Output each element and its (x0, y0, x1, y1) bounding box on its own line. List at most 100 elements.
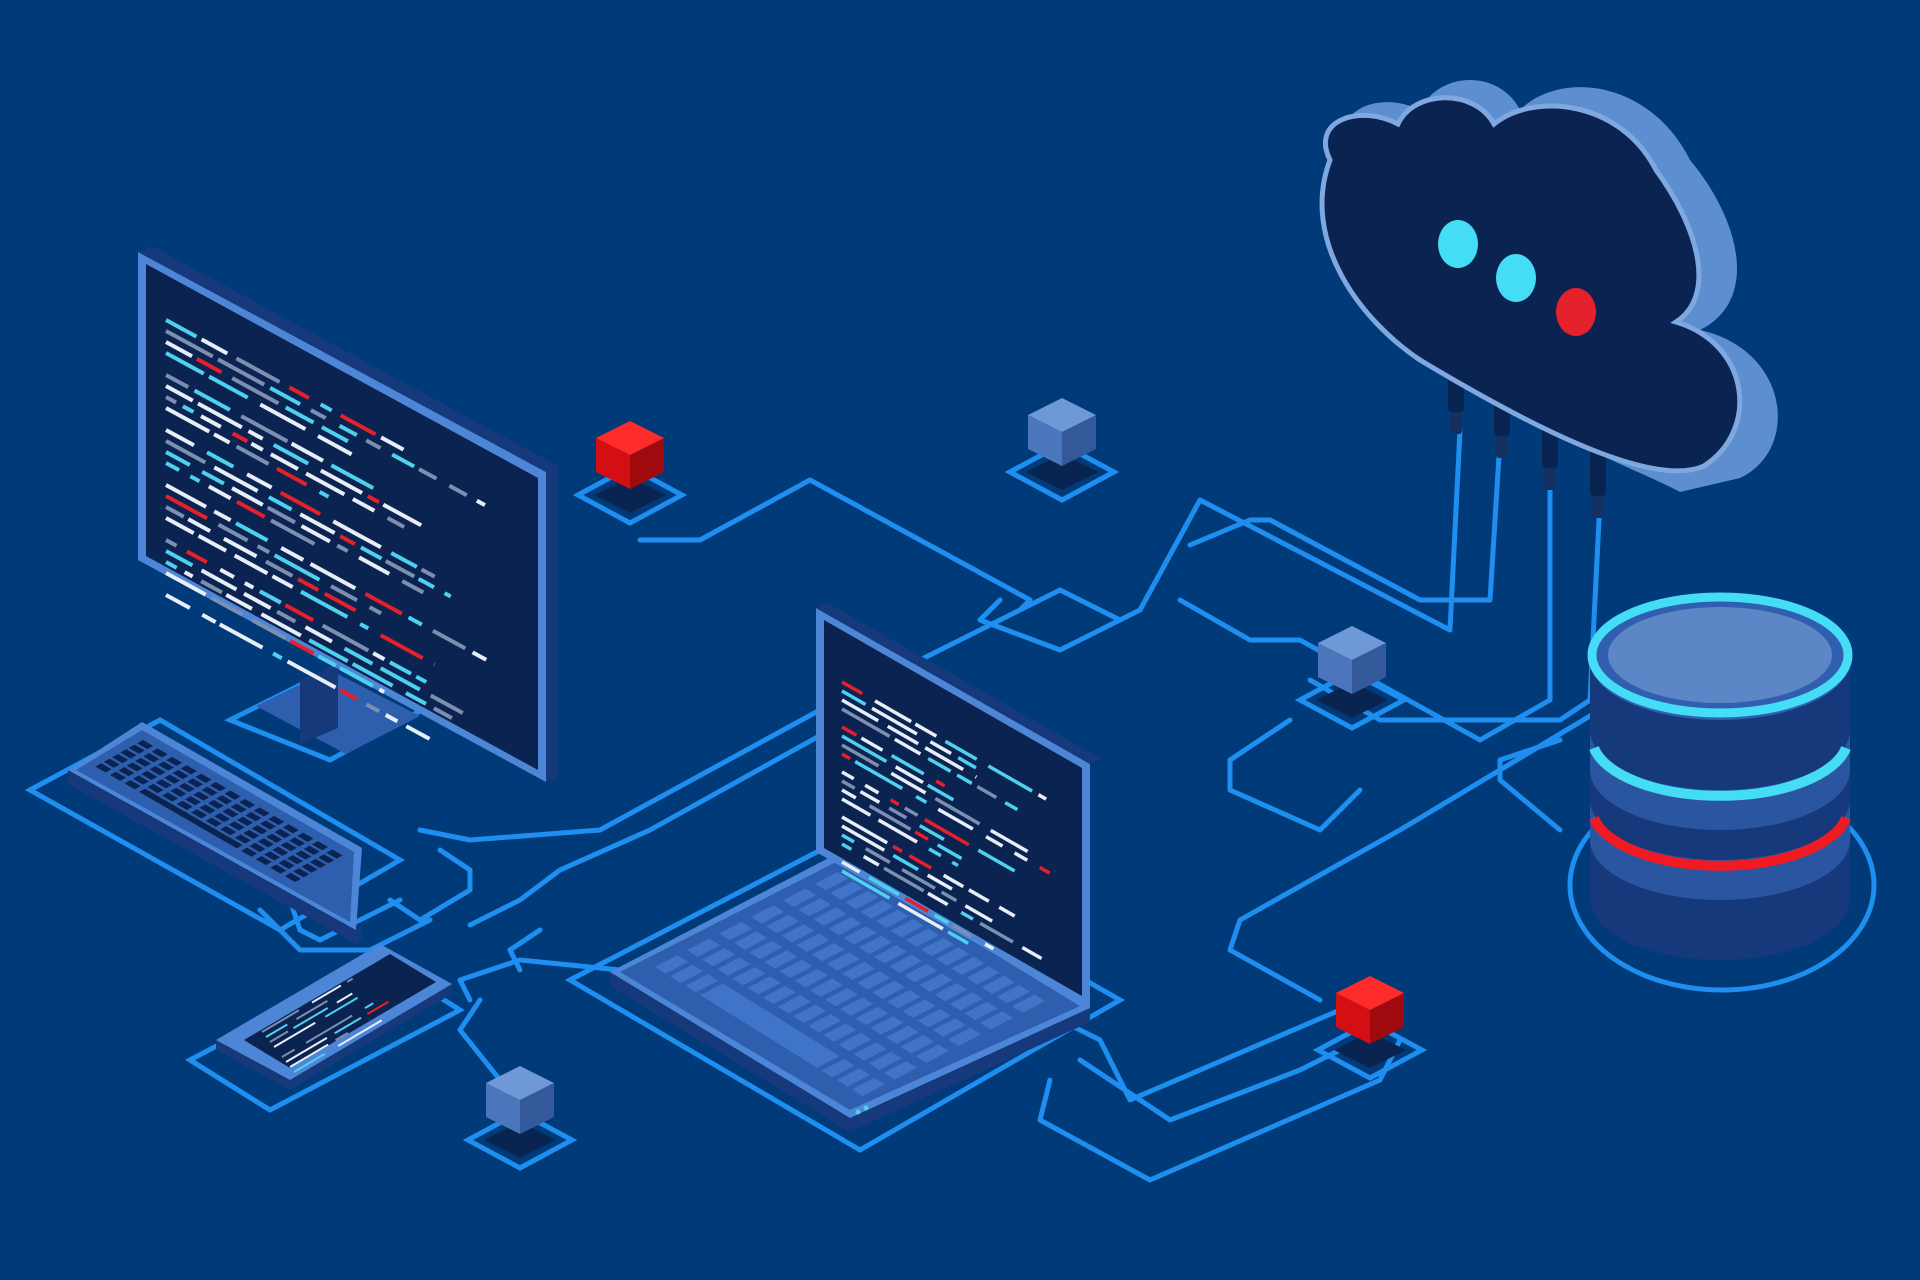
laptop-key (964, 1001, 998, 1020)
laptop-key (841, 961, 875, 981)
laptop-key (872, 980, 906, 999)
code-line (841, 680, 864, 696)
code-line (201, 469, 225, 486)
code-line (432, 706, 453, 720)
code-line (266, 505, 296, 525)
code-line (888, 806, 908, 820)
code-line (338, 423, 358, 437)
keyboard-key (126, 762, 143, 772)
laptop-key (685, 974, 719, 993)
code-line (384, 713, 399, 724)
code-line (256, 544, 271, 555)
code-line (289, 1043, 329, 1068)
code-line (868, 804, 912, 831)
keyboard-key (249, 842, 266, 853)
cube-face (1336, 976, 1404, 1010)
code-line (365, 702, 381, 714)
laptop-key (808, 1014, 842, 1033)
keyboard-key (180, 765, 197, 775)
code-line (841, 797, 872, 817)
code-line (1004, 801, 1019, 812)
code-line (372, 651, 386, 662)
code-line (937, 807, 974, 831)
keyboard-key (209, 782, 226, 792)
keyboard-key (143, 753, 160, 763)
laptop-key (890, 919, 924, 938)
laptop-key (979, 1011, 1013, 1030)
code-line (415, 674, 428, 684)
code-line (321, 623, 370, 653)
code-line (841, 869, 891, 900)
code-line (165, 384, 194, 403)
code-line (338, 688, 358, 701)
laptop-key (951, 956, 985, 976)
code-line (864, 847, 891, 864)
code-line (359, 622, 370, 631)
laptop-key (813, 907, 847, 926)
red-status-light (1556, 288, 1596, 336)
keyboard-key (137, 739, 154, 750)
laptop-key (934, 982, 968, 1002)
code-line (927, 891, 949, 907)
code-line (200, 579, 223, 595)
code-line (989, 828, 1029, 853)
keyboard-key (95, 763, 112, 773)
code-line (247, 429, 264, 441)
laptop-key (873, 945, 907, 964)
code-line (319, 468, 364, 495)
laptop-key (883, 1061, 917, 1080)
code-line (977, 848, 1016, 873)
keyboard-key (162, 792, 179, 802)
code-line (1013, 851, 1029, 862)
code-line (267, 495, 293, 512)
laptop-key (702, 948, 736, 967)
keyboard-key (176, 800, 193, 810)
code-line (165, 560, 178, 570)
code-line (286, 659, 337, 690)
wire (507, 927, 543, 973)
laptop-key (885, 1025, 919, 1044)
code-line (841, 824, 886, 852)
code-line (210, 595, 244, 617)
keyboard-key (228, 821, 245, 831)
code-line (929, 740, 952, 756)
node-shadow (484, 1122, 556, 1158)
keyboard-key (311, 841, 328, 851)
code-line (165, 549, 194, 568)
code-line (358, 555, 391, 576)
code-line (934, 797, 981, 826)
cube-face (1028, 398, 1096, 432)
laptop-key (687, 938, 721, 957)
keyboard-key (326, 849, 343, 859)
code-line (208, 374, 249, 400)
code-line (339, 413, 377, 437)
code-line (940, 890, 958, 903)
code-line (336, 543, 349, 553)
laptop-key (840, 997, 874, 1016)
code-line (231, 431, 249, 444)
keyboard-icon (68, 722, 362, 944)
code-line (304, 625, 333, 644)
code-line (317, 434, 353, 457)
laptop-key (836, 1068, 870, 1087)
code-line (300, 524, 331, 544)
laptop-key (766, 914, 800, 933)
code-line (260, 612, 302, 638)
code-line (335, 1032, 349, 1042)
code-line (273, 1021, 316, 1048)
code-line (200, 414, 222, 429)
code-line (165, 516, 195, 535)
code-line (343, 646, 374, 666)
code-line (250, 441, 264, 452)
code-line (894, 765, 924, 784)
code-line (336, 992, 353, 1004)
code-line (998, 905, 1016, 918)
code-line (364, 1002, 374, 1009)
keyboard-key (234, 834, 251, 844)
code-line (311, 984, 342, 1004)
laptop-key (655, 955, 689, 974)
code-line (927, 756, 952, 773)
node-shadow (1026, 454, 1098, 490)
keyboard-key (272, 846, 289, 856)
keyboard-key (259, 820, 276, 830)
